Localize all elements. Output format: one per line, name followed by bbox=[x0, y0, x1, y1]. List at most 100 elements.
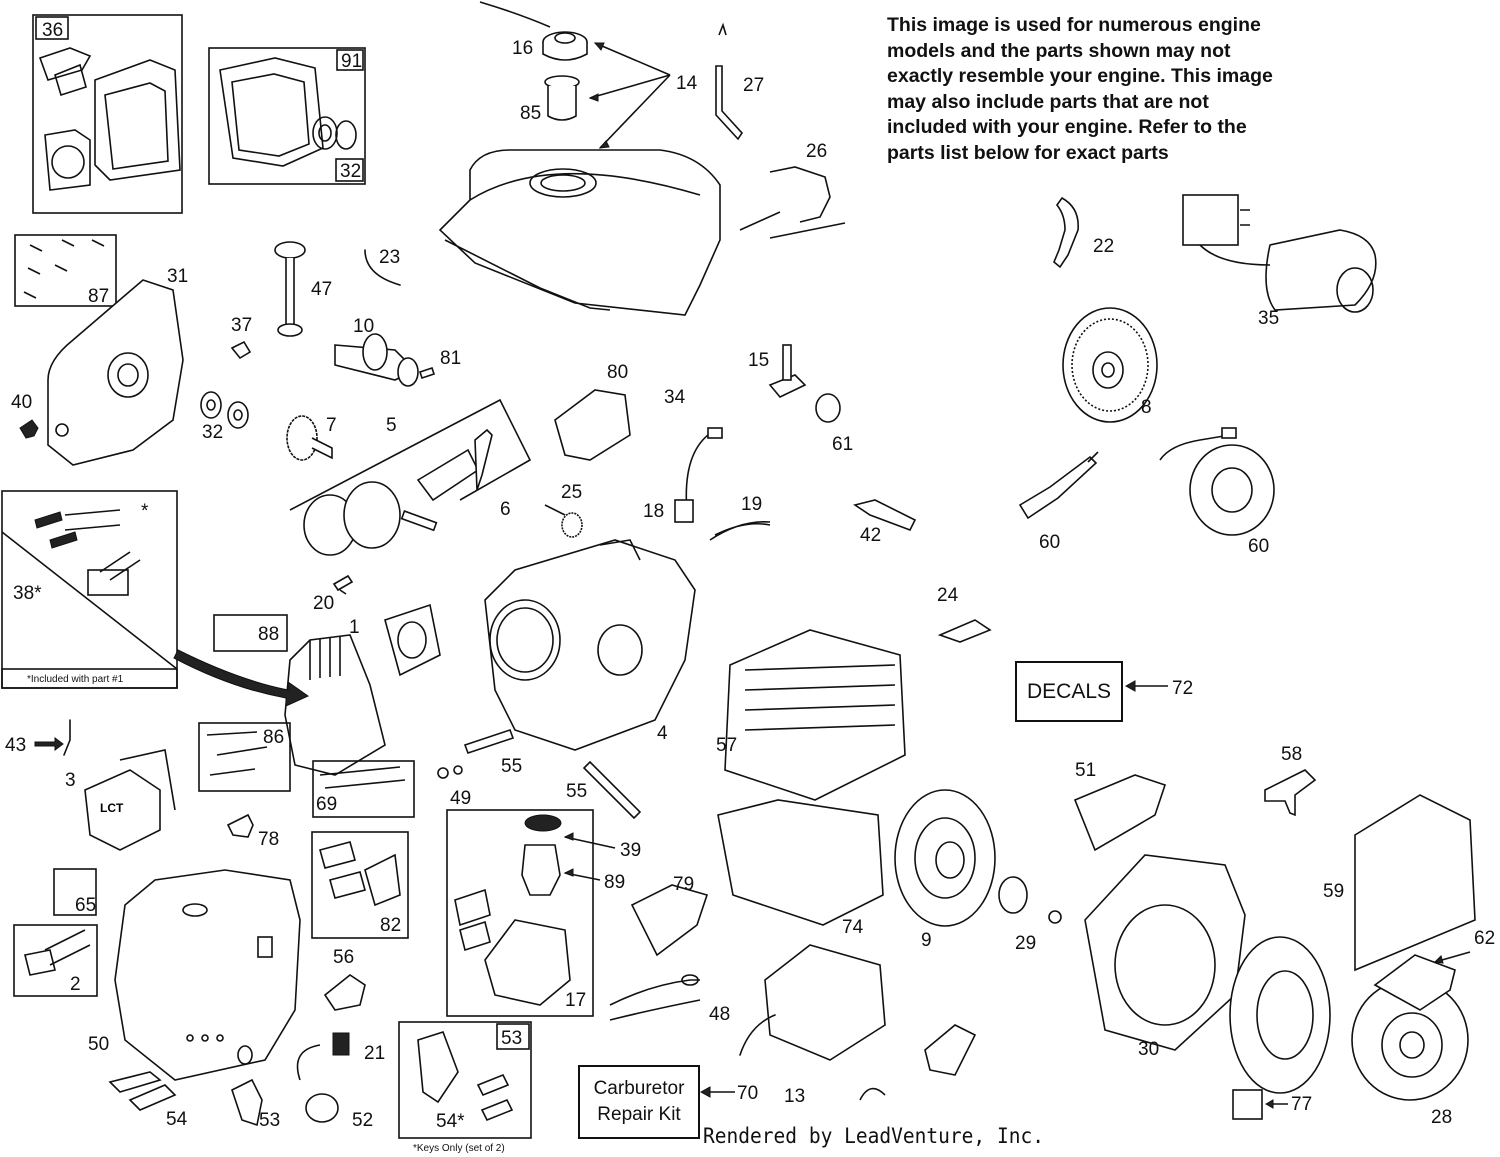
piston-assembly[interactable] bbox=[289, 398, 532, 556]
cylinder-head[interactable] bbox=[284, 634, 386, 776]
engine-block[interactable] bbox=[484, 539, 696, 751]
footnote-included: *Included with part #1 bbox=[27, 674, 124, 685]
bracket-79[interactable] bbox=[630, 884, 709, 957]
muffler[interactable] bbox=[717, 799, 884, 926]
dowel-rod[interactable] bbox=[582, 760, 642, 820]
callout-21: 21 bbox=[364, 1043, 385, 1064]
crankshaft[interactable] bbox=[334, 333, 419, 387]
decals-box[interactable]: DECALS bbox=[1015, 661, 1123, 722]
wire-harness[interactable] bbox=[609, 974, 701, 1021]
baffle-plate[interactable] bbox=[1229, 936, 1331, 1094]
valve-kit-38[interactable] bbox=[1, 490, 178, 689]
fuel-valve[interactable] bbox=[768, 344, 807, 398]
washer-nut[interactable] bbox=[437, 765, 463, 779]
box-88[interactable] bbox=[213, 614, 288, 652]
crankcase-cover[interactable] bbox=[47, 279, 184, 466]
breather-tube[interactable] bbox=[364, 249, 401, 286]
footnote-keys-only: *Keys Only (set of 2) bbox=[413, 1143, 505, 1154]
screw-kit-87[interactable] bbox=[14, 234, 117, 307]
rendered-by-footer: Rendered by LeadVenture, Inc. bbox=[703, 1124, 1044, 1148]
box-2[interactable] bbox=[13, 924, 98, 997]
callout-70: 70 bbox=[737, 1083, 758, 1104]
muffler-guard[interactable] bbox=[724, 629, 906, 801]
electric-starter[interactable] bbox=[1182, 194, 1377, 313]
bearings[interactable] bbox=[200, 391, 249, 429]
callout-78: 78 bbox=[258, 829, 279, 850]
recoil-starter[interactable] bbox=[1351, 954, 1469, 1101]
valve-cover[interactable]: LCT bbox=[84, 749, 176, 851]
callout-19: 19 bbox=[741, 494, 762, 515]
bracket-56[interactable] bbox=[323, 974, 366, 1011]
wires-19[interactable] bbox=[709, 521, 771, 541]
fuel-tank[interactable] bbox=[438, 149, 721, 316]
callout-24: 24 bbox=[937, 585, 959, 606]
part-58[interactable] bbox=[1264, 769, 1317, 817]
gasket-set-36[interactable] bbox=[32, 14, 183, 214]
head-gasket[interactable] bbox=[384, 603, 441, 677]
callout-15: 15 bbox=[748, 350, 769, 371]
connecting-rod[interactable] bbox=[474, 428, 493, 491]
callout-55a: 55 bbox=[501, 756, 522, 777]
plate-51[interactable] bbox=[1073, 774, 1167, 852]
knob-61[interactable] bbox=[815, 393, 841, 423]
carburetor-kit-box[interactable] bbox=[446, 809, 594, 1017]
choke-rod[interactable] bbox=[715, 22, 744, 141]
flywheel[interactable] bbox=[1062, 307, 1158, 423]
box-77[interactable] bbox=[1232, 1089, 1263, 1120]
callouts: 36 91 32 16 14 85 27 26 22 35 87 31 47 2… bbox=[5, 20, 1495, 1154]
guard-plate-59[interactable] bbox=[1354, 794, 1476, 972]
callout-89: 89 bbox=[604, 872, 625, 893]
engine-shroud[interactable] bbox=[114, 869, 301, 1081]
key-81[interactable] bbox=[418, 366, 436, 380]
gasket-kit-82[interactable] bbox=[311, 831, 409, 939]
cam-gear[interactable] bbox=[286, 415, 333, 461]
bracket-24[interactable] bbox=[937, 619, 992, 643]
bracket-78[interactable] bbox=[226, 813, 254, 838]
carburetor-repair-kit-box[interactable]: Carburetor Repair Kit bbox=[578, 1065, 700, 1139]
switch-21[interactable] bbox=[332, 1032, 350, 1056]
callout-22: 22 bbox=[1093, 236, 1114, 257]
callout-star: * bbox=[141, 501, 149, 522]
callout-37: 37 bbox=[231, 315, 252, 336]
governor-arm-22[interactable] bbox=[1053, 196, 1079, 269]
ignition-coil[interactable] bbox=[1018, 451, 1099, 520]
part-25[interactable] bbox=[544, 504, 583, 538]
governor-lever[interactable] bbox=[739, 166, 846, 239]
dipstick[interactable] bbox=[274, 241, 306, 337]
spark-plug[interactable] bbox=[332, 574, 354, 595]
callout-23: 23 bbox=[379, 247, 400, 268]
stator[interactable] bbox=[1159, 427, 1275, 536]
bracket-42[interactable] bbox=[853, 499, 917, 532]
callout-56: 56 bbox=[333, 947, 354, 968]
stud-kit-69[interactable] bbox=[312, 760, 415, 818]
callout-14: 14 bbox=[676, 73, 698, 94]
arrow-to-head bbox=[173, 649, 310, 707]
callout-81: 81 bbox=[440, 348, 461, 369]
box-65[interactable] bbox=[53, 868, 97, 916]
bolt-kit-86[interactable] bbox=[198, 722, 291, 792]
starter-cup[interactable] bbox=[998, 876, 1062, 924]
callout-65: 65 bbox=[75, 895, 96, 916]
drain-plug[interactable] bbox=[19, 419, 39, 439]
oil-sensor[interactable] bbox=[230, 340, 252, 360]
fuel-strainer[interactable] bbox=[544, 75, 580, 121]
keys-54[interactable] bbox=[108, 1071, 177, 1111]
gasket-set-91[interactable] bbox=[208, 47, 366, 185]
fuel-cap[interactable] bbox=[479, 1, 588, 61]
fuel-line-34[interactable] bbox=[674, 427, 723, 523]
spark-arrestor[interactable] bbox=[859, 1024, 977, 1101]
callout-51: 51 bbox=[1075, 760, 1096, 781]
callout-7: 7 bbox=[326, 415, 337, 436]
shield-80[interactable] bbox=[554, 389, 631, 461]
callout-52: 52 bbox=[352, 1110, 373, 1131]
ignition-box-53[interactable] bbox=[398, 1021, 532, 1139]
flywheel-fan[interactable] bbox=[894, 789, 996, 927]
air-filter[interactable] bbox=[739, 944, 886, 1061]
callout-74: 74 bbox=[842, 917, 864, 938]
ignition-switch[interactable] bbox=[231, 1078, 263, 1127]
blower-housing[interactable] bbox=[1084, 854, 1246, 1051]
callout-18: 18 bbox=[643, 501, 664, 522]
oil-drain-tube[interactable] bbox=[63, 719, 71, 756]
push-rod[interactable] bbox=[463, 728, 515, 755]
cap-52[interactable] bbox=[296, 1044, 339, 1123]
